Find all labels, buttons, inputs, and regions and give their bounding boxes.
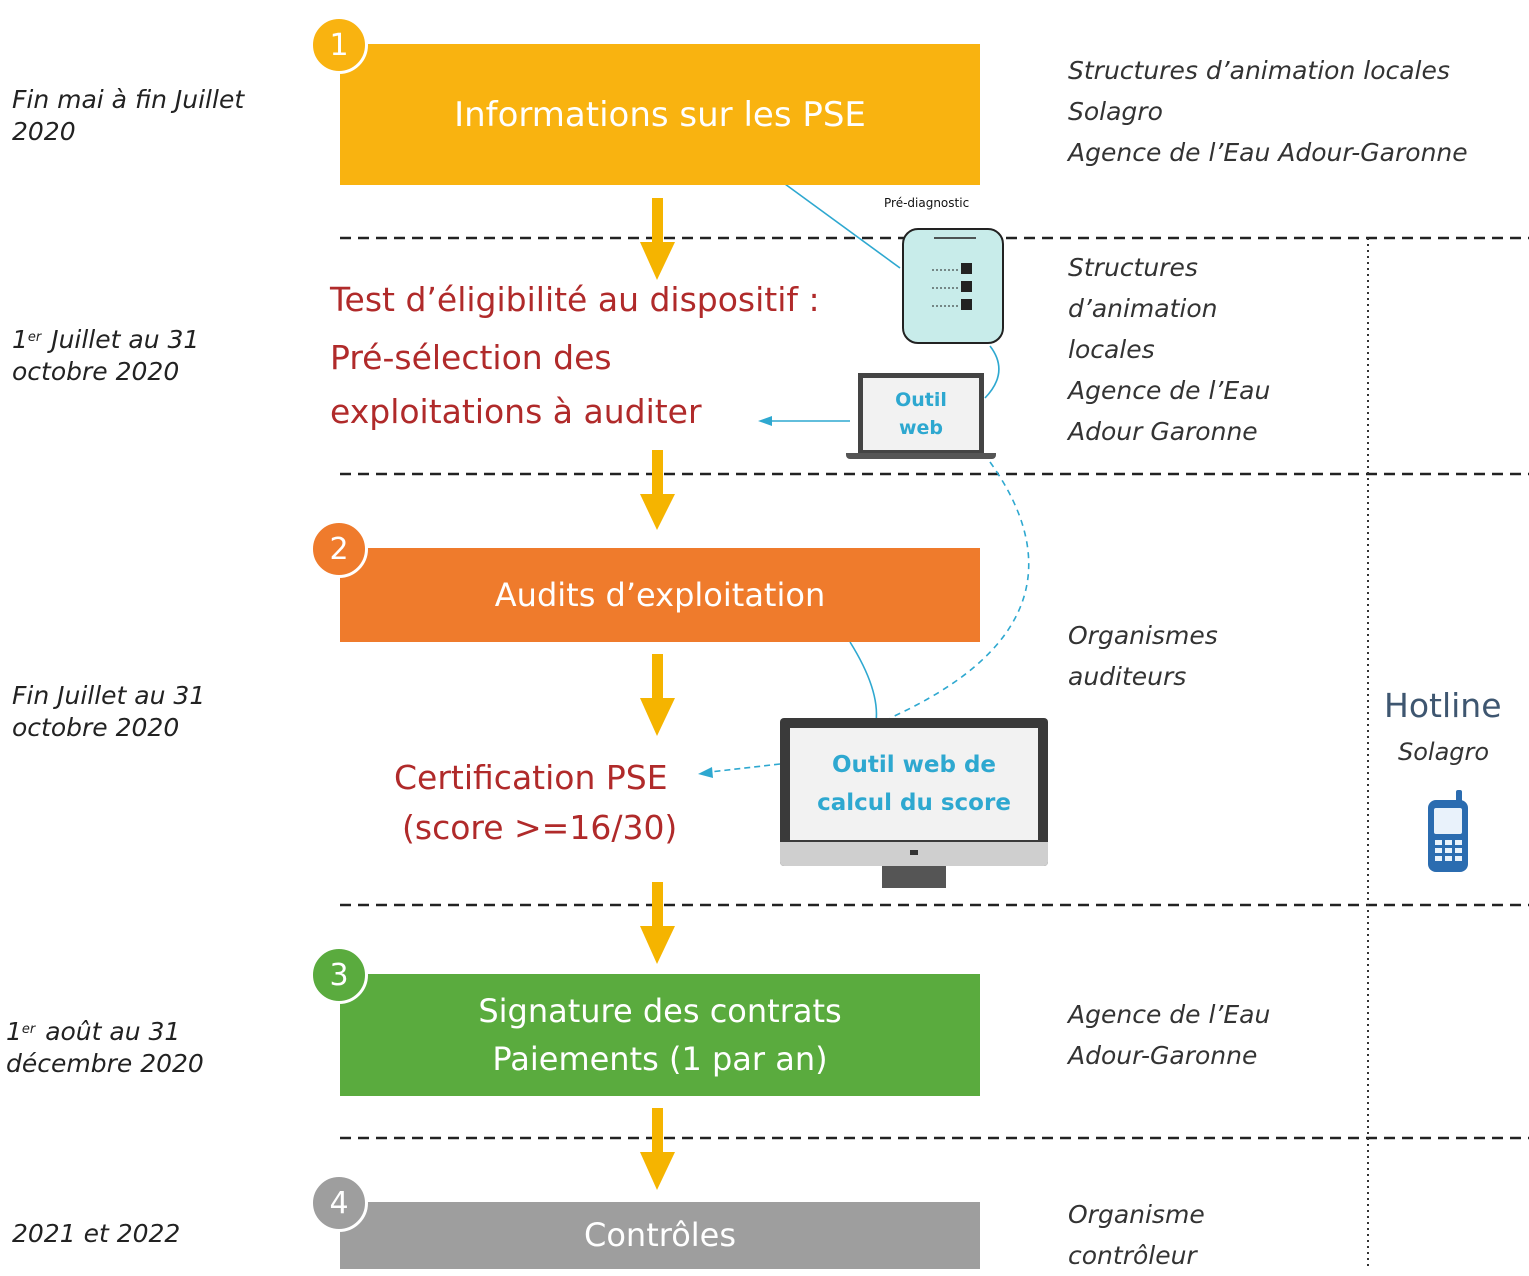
date-eligibility-rest: Juillet au 31 octobre 2020 xyxy=(12,325,200,386)
date-eligibility-day: 1 xyxy=(12,325,28,354)
laptop-icon: Outil web xyxy=(858,373,984,455)
actor-line: Solagro xyxy=(1068,97,1163,126)
hotline-title: Hotline xyxy=(1384,686,1502,725)
step-3-badge: 3 xyxy=(310,946,368,1004)
flow-arrow-4 xyxy=(640,882,675,964)
eligibility-line-3: exploitations à auditer xyxy=(330,392,702,431)
actor-line: d’animation xyxy=(1068,294,1218,323)
actor-line: Structures d’animation locales xyxy=(1068,56,1450,85)
date-step-4: 2021 et 2022 xyxy=(12,1219,181,1248)
laptop-label-1: Outil xyxy=(895,389,947,411)
actor-line: auditeurs xyxy=(1068,662,1187,691)
date-step-3-sup: er xyxy=(21,1022,36,1037)
actor-line: Organisme xyxy=(1068,1200,1205,1229)
monitor-icon: Outil web de calcul du score xyxy=(780,718,1048,866)
laptop-label-2: web xyxy=(898,417,944,439)
monitor-screen: Outil web de calcul du score xyxy=(790,728,1038,840)
checklist-icon-glyph xyxy=(932,237,976,310)
checklist-icon xyxy=(902,228,1004,344)
eligibility-line-1: Test d’éligibilité au dispositif : xyxy=(330,280,820,319)
step-1-box: Informations sur les PSE xyxy=(340,44,980,185)
mobile-phone-icon xyxy=(1428,790,1468,872)
actors-eligibility: Structures d’animation locales Agence de… xyxy=(1068,247,1270,452)
flow-arrow-3 xyxy=(640,654,675,736)
actor-line: Organismes xyxy=(1068,621,1218,650)
flow-arrow-5 xyxy=(640,1108,675,1190)
actor-line: locales xyxy=(1068,335,1155,364)
date-eligibility: 1er Juillet au 31 octobre 2020 xyxy=(12,324,302,388)
step-3-title-line-2: Paiements (1 par an) xyxy=(492,1040,828,1078)
step-1-badge: 1 xyxy=(310,16,368,74)
certification-line-2: (score >=16/30) xyxy=(402,808,678,847)
link-laptop-to-monitor-dashed xyxy=(889,461,1030,719)
actors-step-2: Organismes auditeurs xyxy=(1068,615,1218,697)
monitor-stand xyxy=(882,866,946,888)
date-step-3: 1er août au 31 décembre 2020 xyxy=(6,1016,306,1080)
link-prediag-to-laptop xyxy=(984,345,1000,399)
actor-line: Adour Garonne xyxy=(1068,417,1258,446)
flow-arrow-1 xyxy=(640,198,675,280)
date-step-3-day: 1 xyxy=(6,1017,22,1046)
actors-step-3: Agence de l’Eau Adour-Garonne xyxy=(1068,994,1270,1076)
link-audit-to-monitor xyxy=(849,641,878,723)
step-2-title: Audits d’exploitation xyxy=(494,576,826,614)
monitor-chin xyxy=(780,842,1048,866)
actor-line: Structures xyxy=(1068,253,1198,282)
monitor-label-1: Outil web de xyxy=(831,752,997,778)
actors-step-4: Organisme contrôleur xyxy=(1068,1194,1205,1276)
actor-line: Agence de l’Eau xyxy=(1068,376,1271,405)
actor-line: contrôleur xyxy=(1068,1241,1197,1270)
eligibility-line-2: Pré-sélection des xyxy=(330,338,612,377)
step-1-title: Informations sur les PSE xyxy=(454,94,866,135)
link-monitor-to-certification xyxy=(709,763,781,773)
actor-line: Agence de l’Eau xyxy=(1068,1000,1271,1029)
monitor-label-2: calcul du score xyxy=(817,790,1011,816)
step-4-box: Contrôles xyxy=(340,1202,980,1269)
date-eligibility-sup: er xyxy=(27,330,42,345)
step-3-title-line-1: Signature des contrats xyxy=(478,992,842,1030)
step-2-box: Audits d’exploitation xyxy=(340,548,980,642)
link-info-to-prediag xyxy=(784,183,901,269)
laptop-base xyxy=(846,453,996,459)
certification-line-1: Certification PSE xyxy=(394,758,668,797)
date-step-2: Fin Juillet au 31 octobre 2020 xyxy=(12,681,206,742)
step-3-box: Signature des contrats Paiements (1 par … xyxy=(340,974,980,1096)
actors-step-1: Structures d’animation locales Solagro A… xyxy=(1068,50,1468,173)
actor-line: Agence de l’Eau Adour-Garonne xyxy=(1068,138,1468,167)
actor-line: Adour-Garonne xyxy=(1068,1041,1258,1070)
date-step-3-rest: août au 31 décembre 2020 xyxy=(6,1017,204,1078)
step-4-title: Contrôles xyxy=(583,1216,737,1254)
step-4-badge: 4 xyxy=(310,1174,368,1232)
flow-arrow-2 xyxy=(640,450,675,530)
date-step-1: Fin mai à fin Juillet 2020 xyxy=(12,85,245,146)
hotline-subtitle: Solagro xyxy=(1398,738,1490,766)
step-2-badge: 2 xyxy=(310,520,368,578)
prediag-label: Pré-diagnostic xyxy=(884,196,970,210)
